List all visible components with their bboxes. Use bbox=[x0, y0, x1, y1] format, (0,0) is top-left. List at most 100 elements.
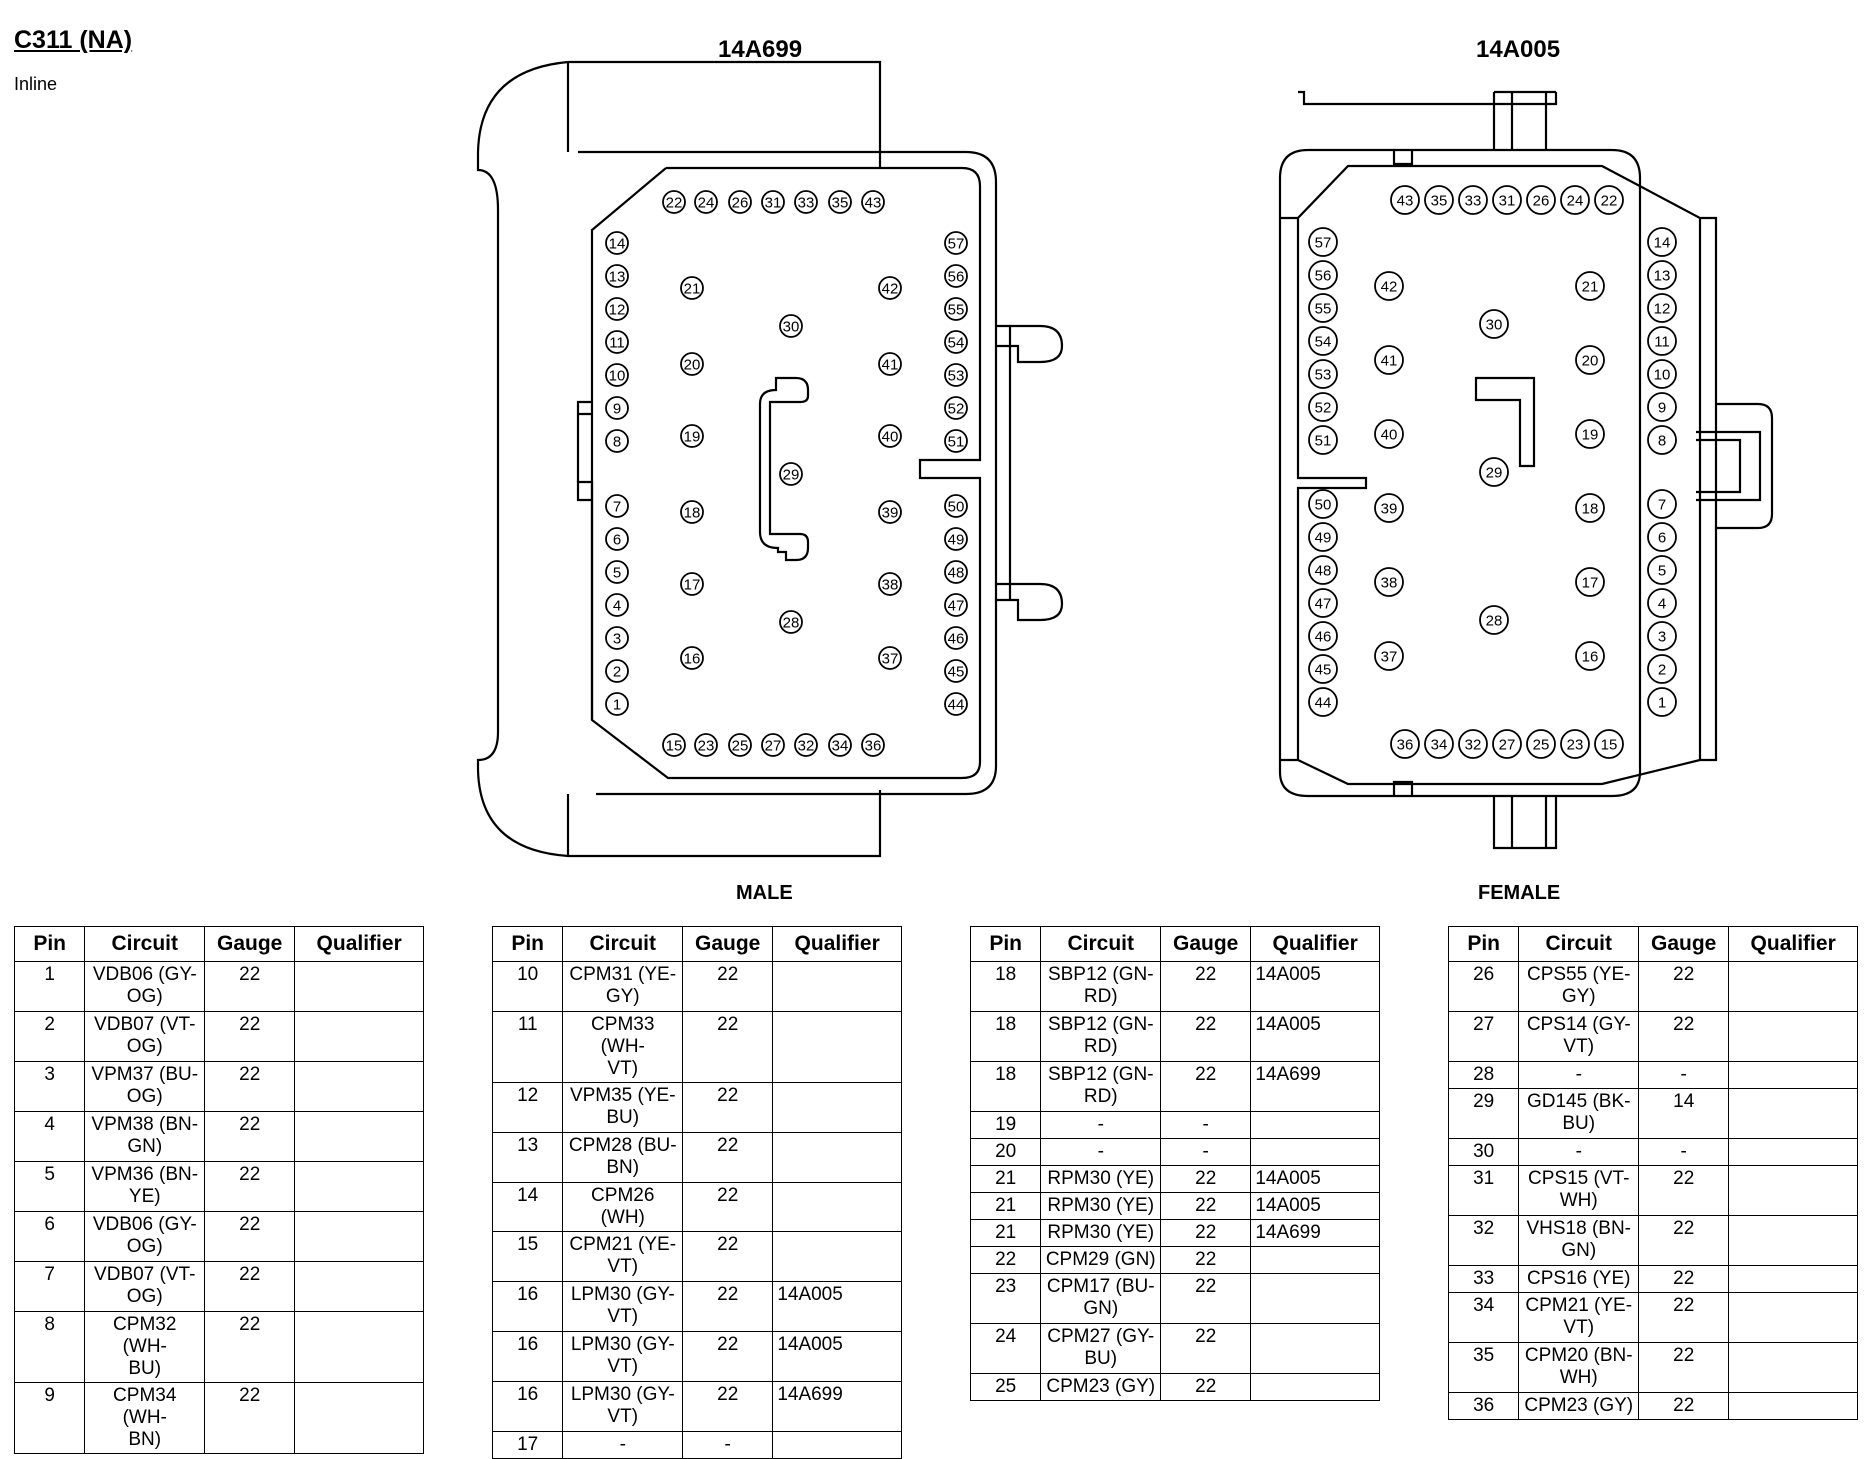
pin-46: 46 bbox=[1308, 621, 1338, 651]
pin-8: 8 bbox=[1647, 425, 1677, 455]
pin-26: 26 bbox=[728, 190, 752, 214]
svg-text:9: 9 bbox=[613, 401, 621, 418]
column-header: Circuit bbox=[1040, 926, 1162, 962]
column-header: Qualifier bbox=[1728, 926, 1858, 962]
pin-32: 32 bbox=[1458, 729, 1488, 759]
column-header: Pin bbox=[1447, 926, 1520, 962]
svg-text:35: 35 bbox=[832, 195, 849, 212]
cell-pin: 21 bbox=[969, 1165, 1042, 1193]
svg-text:17: 17 bbox=[684, 577, 701, 594]
svg-text:35: 35 bbox=[1431, 193, 1448, 210]
svg-text:23: 23 bbox=[1567, 737, 1584, 754]
svg-text:27: 27 bbox=[765, 738, 782, 755]
pin-25: 25 bbox=[728, 733, 752, 757]
svg-text:48: 48 bbox=[948, 565, 965, 582]
svg-text:53: 53 bbox=[948, 368, 965, 385]
svg-text:18: 18 bbox=[684, 505, 701, 522]
column-header: Gauge bbox=[1160, 926, 1252, 962]
cell-circuit: GD145 (BK-BU) bbox=[1518, 1088, 1640, 1139]
cell-qualifier bbox=[772, 1431, 902, 1459]
svg-text:45: 45 bbox=[948, 664, 965, 681]
pin-40: 40 bbox=[1374, 419, 1404, 449]
cell-gauge: 22 bbox=[1160, 1246, 1252, 1274]
cell-circuit: - bbox=[1040, 1111, 1162, 1139]
pin-54: 54 bbox=[1308, 326, 1338, 356]
pin-31: 31 bbox=[761, 190, 785, 214]
cell-circuit: RPM30 (YE) bbox=[1040, 1192, 1162, 1220]
pin-2: 2 bbox=[605, 659, 629, 683]
svg-text:30: 30 bbox=[783, 319, 800, 336]
svg-text:50: 50 bbox=[1315, 497, 1332, 514]
svg-text:27: 27 bbox=[1499, 737, 1516, 754]
pin-17: 17 bbox=[680, 572, 704, 596]
cell-circuit: CPM28 (BU-BN) bbox=[562, 1132, 684, 1183]
svg-text:36: 36 bbox=[865, 738, 882, 755]
svg-text:55: 55 bbox=[948, 302, 965, 319]
cell-circuit: SBP12 (GN-RD) bbox=[1040, 961, 1162, 1012]
svg-text:52: 52 bbox=[948, 401, 965, 418]
cell-circuit: CPM23 (GY) bbox=[1518, 1392, 1640, 1420]
pin-1: 1 bbox=[605, 692, 629, 716]
pin-25: 25 bbox=[1526, 729, 1556, 759]
cell-qualifier bbox=[772, 1082, 902, 1133]
pin-47: 47 bbox=[944, 593, 968, 617]
pin-13: 13 bbox=[1647, 260, 1677, 290]
cell-gauge: 22 bbox=[204, 1382, 296, 1454]
cell-gauge: - bbox=[1638, 1061, 1730, 1089]
svg-text:52: 52 bbox=[1315, 400, 1332, 417]
pin-56: 56 bbox=[1308, 260, 1338, 290]
cell-qualifier bbox=[1728, 1265, 1858, 1293]
svg-text:54: 54 bbox=[948, 335, 965, 352]
cell-circuit: VDB06 (GY-OG) bbox=[84, 1211, 206, 1262]
svg-text:54: 54 bbox=[1315, 334, 1332, 351]
cell-gauge: - bbox=[1160, 1111, 1252, 1139]
svg-text:11: 11 bbox=[1654, 334, 1670, 351]
cell-gauge: 22 bbox=[204, 1311, 296, 1383]
column-header: Circuit bbox=[84, 926, 206, 962]
svg-text:41: 41 bbox=[1381, 353, 1398, 370]
pin-42: 42 bbox=[878, 276, 902, 300]
svg-text:23: 23 bbox=[698, 738, 715, 755]
cell-circuit: CPM27 (GY-BU) bbox=[1040, 1323, 1162, 1374]
svg-text:2: 2 bbox=[1658, 662, 1666, 679]
cell-pin: 9 bbox=[13, 1382, 86, 1454]
cell-gauge: 22 bbox=[204, 961, 296, 1012]
svg-text:42: 42 bbox=[882, 281, 899, 298]
cell-gauge: 22 bbox=[682, 1281, 774, 1332]
pin-53: 53 bbox=[944, 363, 968, 387]
pin-28: 28 bbox=[779, 610, 803, 634]
pin-12: 12 bbox=[1647, 293, 1677, 323]
pin-14: 14 bbox=[605, 231, 629, 255]
column-header: Circuit bbox=[1518, 926, 1640, 962]
svg-text:17: 17 bbox=[1582, 575, 1599, 592]
pin-17: 17 bbox=[1575, 567, 1605, 597]
pin-22: 22 bbox=[1594, 185, 1624, 215]
svg-text:6: 6 bbox=[1658, 530, 1666, 547]
female-connector-part-label: 14A005 bbox=[1476, 36, 1561, 63]
pin-57: 57 bbox=[944, 231, 968, 255]
column-header: Qualifier bbox=[772, 926, 902, 962]
svg-text:44: 44 bbox=[948, 697, 965, 714]
table-row: 28-- bbox=[1447, 1061, 1858, 1089]
cell-gauge: 22 bbox=[1638, 1165, 1730, 1216]
cell-gauge: 22 bbox=[1160, 1165, 1252, 1193]
cell-qualifier: 14A005 bbox=[1250, 1192, 1380, 1220]
pin-24: 24 bbox=[1560, 185, 1590, 215]
cell-qualifier: 14A005 bbox=[1250, 1011, 1380, 1062]
svg-text:16: 16 bbox=[1582, 649, 1599, 666]
cell-qualifier bbox=[772, 1231, 902, 1282]
cell-gauge: 22 bbox=[1160, 1323, 1252, 1374]
cell-pin: 22 bbox=[969, 1246, 1042, 1274]
table-row: 20-- bbox=[969, 1138, 1380, 1166]
pin-36: 36 bbox=[1390, 729, 1420, 759]
svg-text:24: 24 bbox=[698, 195, 715, 212]
cell-circuit: CPM26 (WH) bbox=[562, 1182, 684, 1232]
svg-text:25: 25 bbox=[732, 738, 749, 755]
cell-pin: 1 bbox=[13, 961, 86, 1012]
